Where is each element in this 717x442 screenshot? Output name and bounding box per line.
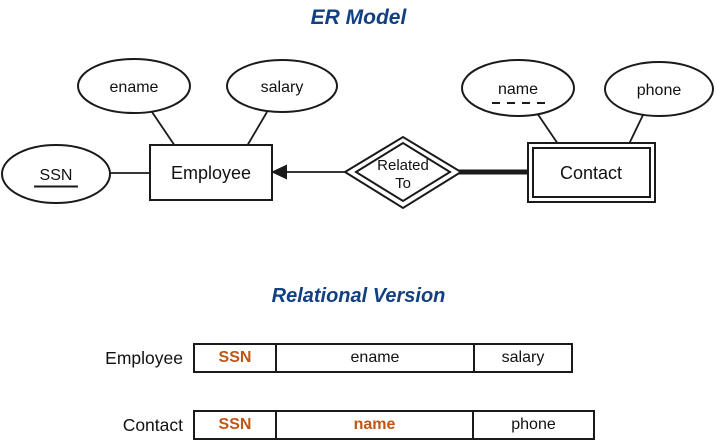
contact-entity-inner-rect: [532, 147, 651, 198]
phone-attribute-label: phone: [637, 82, 682, 99]
contact-phone-cell: phone: [472, 412, 593, 438]
arrowhead-icon: [271, 164, 287, 180]
salary-employee-connector: [246, 111, 268, 147]
ssn-attribute-ellipse: [1, 144, 111, 204]
employee-ename-cell: ename: [275, 345, 473, 371]
salary-attribute-label: salary: [261, 79, 304, 96]
employee-relation-table: SSN ename salary: [193, 343, 573, 373]
employee-salary-cell: salary: [473, 345, 571, 371]
name-attribute-ellipse: [461, 59, 575, 117]
name-contact-connector: [536, 112, 559, 145]
contact-ssn-cell: SSN: [218, 416, 252, 433]
employee-entity-label: Employee: [171, 163, 251, 183]
ssn-attribute-label: SSN: [40, 167, 73, 184]
employee-relation-row: Employee SSN ename salary: [0, 343, 573, 373]
ename-employee-connector: [151, 111, 176, 147]
relationship-label-line2: To: [395, 175, 411, 192]
er-model-title: ER Model: [310, 6, 407, 29]
contact-name-cell: name: [275, 412, 472, 438]
contact-relation-row: Contact SSN name phone: [0, 410, 595, 440]
name-attribute-label: name: [498, 81, 538, 98]
contact-entity-label: Contact: [560, 163, 622, 183]
phone-attribute-ellipse: [604, 61, 714, 117]
employee-ssn-cell: SSN: [218, 349, 252, 366]
ename-attribute-label: ename: [110, 79, 159, 96]
contact-relation-table: SSN name phone: [193, 410, 595, 440]
salary-attribute-ellipse: [226, 59, 338, 113]
ename-attribute-ellipse: [77, 58, 191, 114]
contact-relation-name: Contact: [122, 414, 183, 435]
relationship-label-line1: Related: [377, 157, 429, 174]
relationship-inner-diamond: [354, 141, 452, 203]
employee-entity-rect: [149, 144, 273, 201]
er-diagram: ename salary SSN name phone Employee Con…: [1, 58, 714, 210]
phone-contact-connector: [628, 114, 644, 145]
employee-relation-name: Employee: [105, 347, 183, 368]
relational-version-title: Relational Version: [271, 285, 446, 307]
